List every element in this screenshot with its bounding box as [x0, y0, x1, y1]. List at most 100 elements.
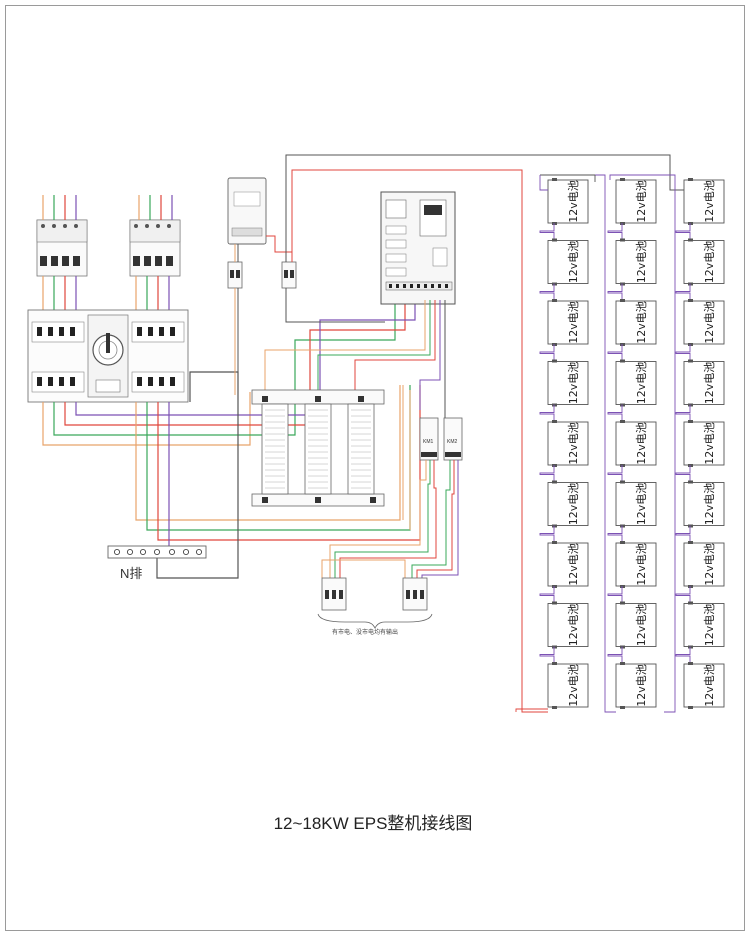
battery-link: [675, 283, 691, 301]
battery-terminal: [688, 706, 693, 709]
incoming-lines: [42, 195, 173, 220]
string-link: [515, 708, 548, 712]
input-breaker-1: [36, 219, 88, 277]
string-link: [540, 174, 596, 182]
battery-terminal: [688, 403, 693, 407]
page-border: [5, 5, 745, 931]
battery-cell: [547, 421, 589, 466]
battery-label: 12v电池: [703, 664, 716, 707]
battery-label: 12v电池: [635, 483, 648, 526]
battery-cell: [547, 179, 589, 224]
battery-cell: [615, 361, 657, 405]
battery-terminal: [688, 601, 693, 605]
output-breaker-2: [402, 577, 428, 611]
battery-label: 12v电池: [635, 422, 648, 465]
battery-label: 12v电池: [703, 483, 716, 526]
battery-terminal: [620, 585, 625, 588]
battery-terminal: [688, 480, 693, 484]
output-breaker-1: [321, 577, 347, 611]
battery-terminal: [620, 282, 625, 286]
battery-terminal: [688, 359, 693, 363]
battery-link: [675, 404, 691, 422]
battery-label: 12v电池: [635, 664, 648, 707]
contactor-wiring: [321, 385, 459, 578]
battery-terminal: [688, 178, 693, 181]
battery-link: [675, 586, 691, 604]
battery-terminal: [688, 645, 693, 649]
battery-label: 12v电池: [567, 604, 580, 647]
charger-breaker: [227, 261, 243, 289]
inverter-output-wiring: [264, 300, 446, 420]
battery-terminal: [688, 299, 693, 302]
battery-terminal: [620, 601, 625, 605]
battery-terminal: [688, 420, 693, 423]
battery-terminal: [552, 541, 557, 544]
battery-label: 12v电池: [567, 180, 580, 223]
battery-link: [607, 404, 623, 422]
battery-terminal: [620, 359, 625, 363]
battery-terminal: [688, 541, 693, 544]
battery-cell: [615, 179, 657, 224]
input-breaker-2: [129, 219, 181, 277]
battery-link: [539, 344, 555, 362]
battery-terminal: [552, 524, 557, 528]
control-breaker: [281, 261, 297, 289]
battery-terminal: [552, 645, 557, 649]
battery-terminal: [552, 662, 557, 665]
battery-label: 12v电池: [703, 241, 716, 284]
battery-terminal: [620, 464, 625, 467]
battery-terminal: [620, 420, 625, 423]
string-link: [539, 175, 548, 191]
battery-cell: [683, 482, 725, 526]
km1-label: KM1: [423, 439, 434, 445]
battery-cell: [615, 421, 657, 466]
battery-label: 12v电池: [703, 362, 716, 405]
battery-terminal: [620, 706, 625, 709]
battery-cell: [615, 300, 657, 345]
battery-cell: [683, 300, 725, 345]
transfer-switch: [27, 309, 189, 403]
diagram-title: 12~18KW EPS整机接线图: [274, 814, 473, 833]
battery-link: [675, 646, 691, 664]
battery-terminal: [552, 282, 557, 286]
string-link: [595, 174, 616, 713]
inverter-module: [380, 191, 456, 305]
battery-label: 12v电池: [567, 241, 580, 284]
km2-label: KM2: [447, 439, 458, 445]
battery-terminal: [552, 359, 557, 363]
battery-label: 12v电池: [567, 301, 580, 344]
battery-cell: [683, 361, 725, 405]
battery-label: 12v电池: [635, 362, 648, 405]
battery-cell: [683, 663, 725, 708]
battery-label: 12v电池: [567, 664, 580, 707]
battery-link: [607, 646, 623, 664]
battery-terminal: [620, 238, 625, 242]
battery-terminal: [552, 222, 557, 225]
neutral-bar: [107, 545, 207, 559]
battery-terminal: [620, 662, 625, 665]
battery-cell: [615, 482, 657, 526]
battery-label: 12v电池: [703, 604, 716, 647]
battery-label: 12v电池: [635, 241, 648, 284]
battery-link: [539, 465, 555, 483]
battery-bank: 12v电池 12v电池 12v电池 12v电池 12v电池 12v电池 12v电池 12v电池…: [515, 174, 725, 713]
battery-cell: [615, 603, 657, 647]
battery-terminal: [620, 403, 625, 407]
battery-label: 12v电池: [635, 301, 648, 344]
battery-terminal: [552, 420, 557, 423]
battery-cell: [683, 421, 725, 466]
battery-cell: [547, 542, 589, 587]
contactor-km2: [443, 417, 463, 461]
battery-terminal: [688, 464, 693, 467]
battery-cell: [683, 542, 725, 587]
battery-link: [607, 344, 623, 362]
battery-terminal: [620, 178, 625, 181]
battery-terminal: [620, 645, 625, 649]
battery-terminal: [620, 299, 625, 302]
battery-link: [539, 525, 555, 543]
battery-link: [675, 344, 691, 362]
battery-label: 12v电池: [567, 483, 580, 526]
battery-cell: [683, 179, 725, 224]
battery-link: [539, 646, 555, 664]
output-brace: [317, 613, 433, 629]
